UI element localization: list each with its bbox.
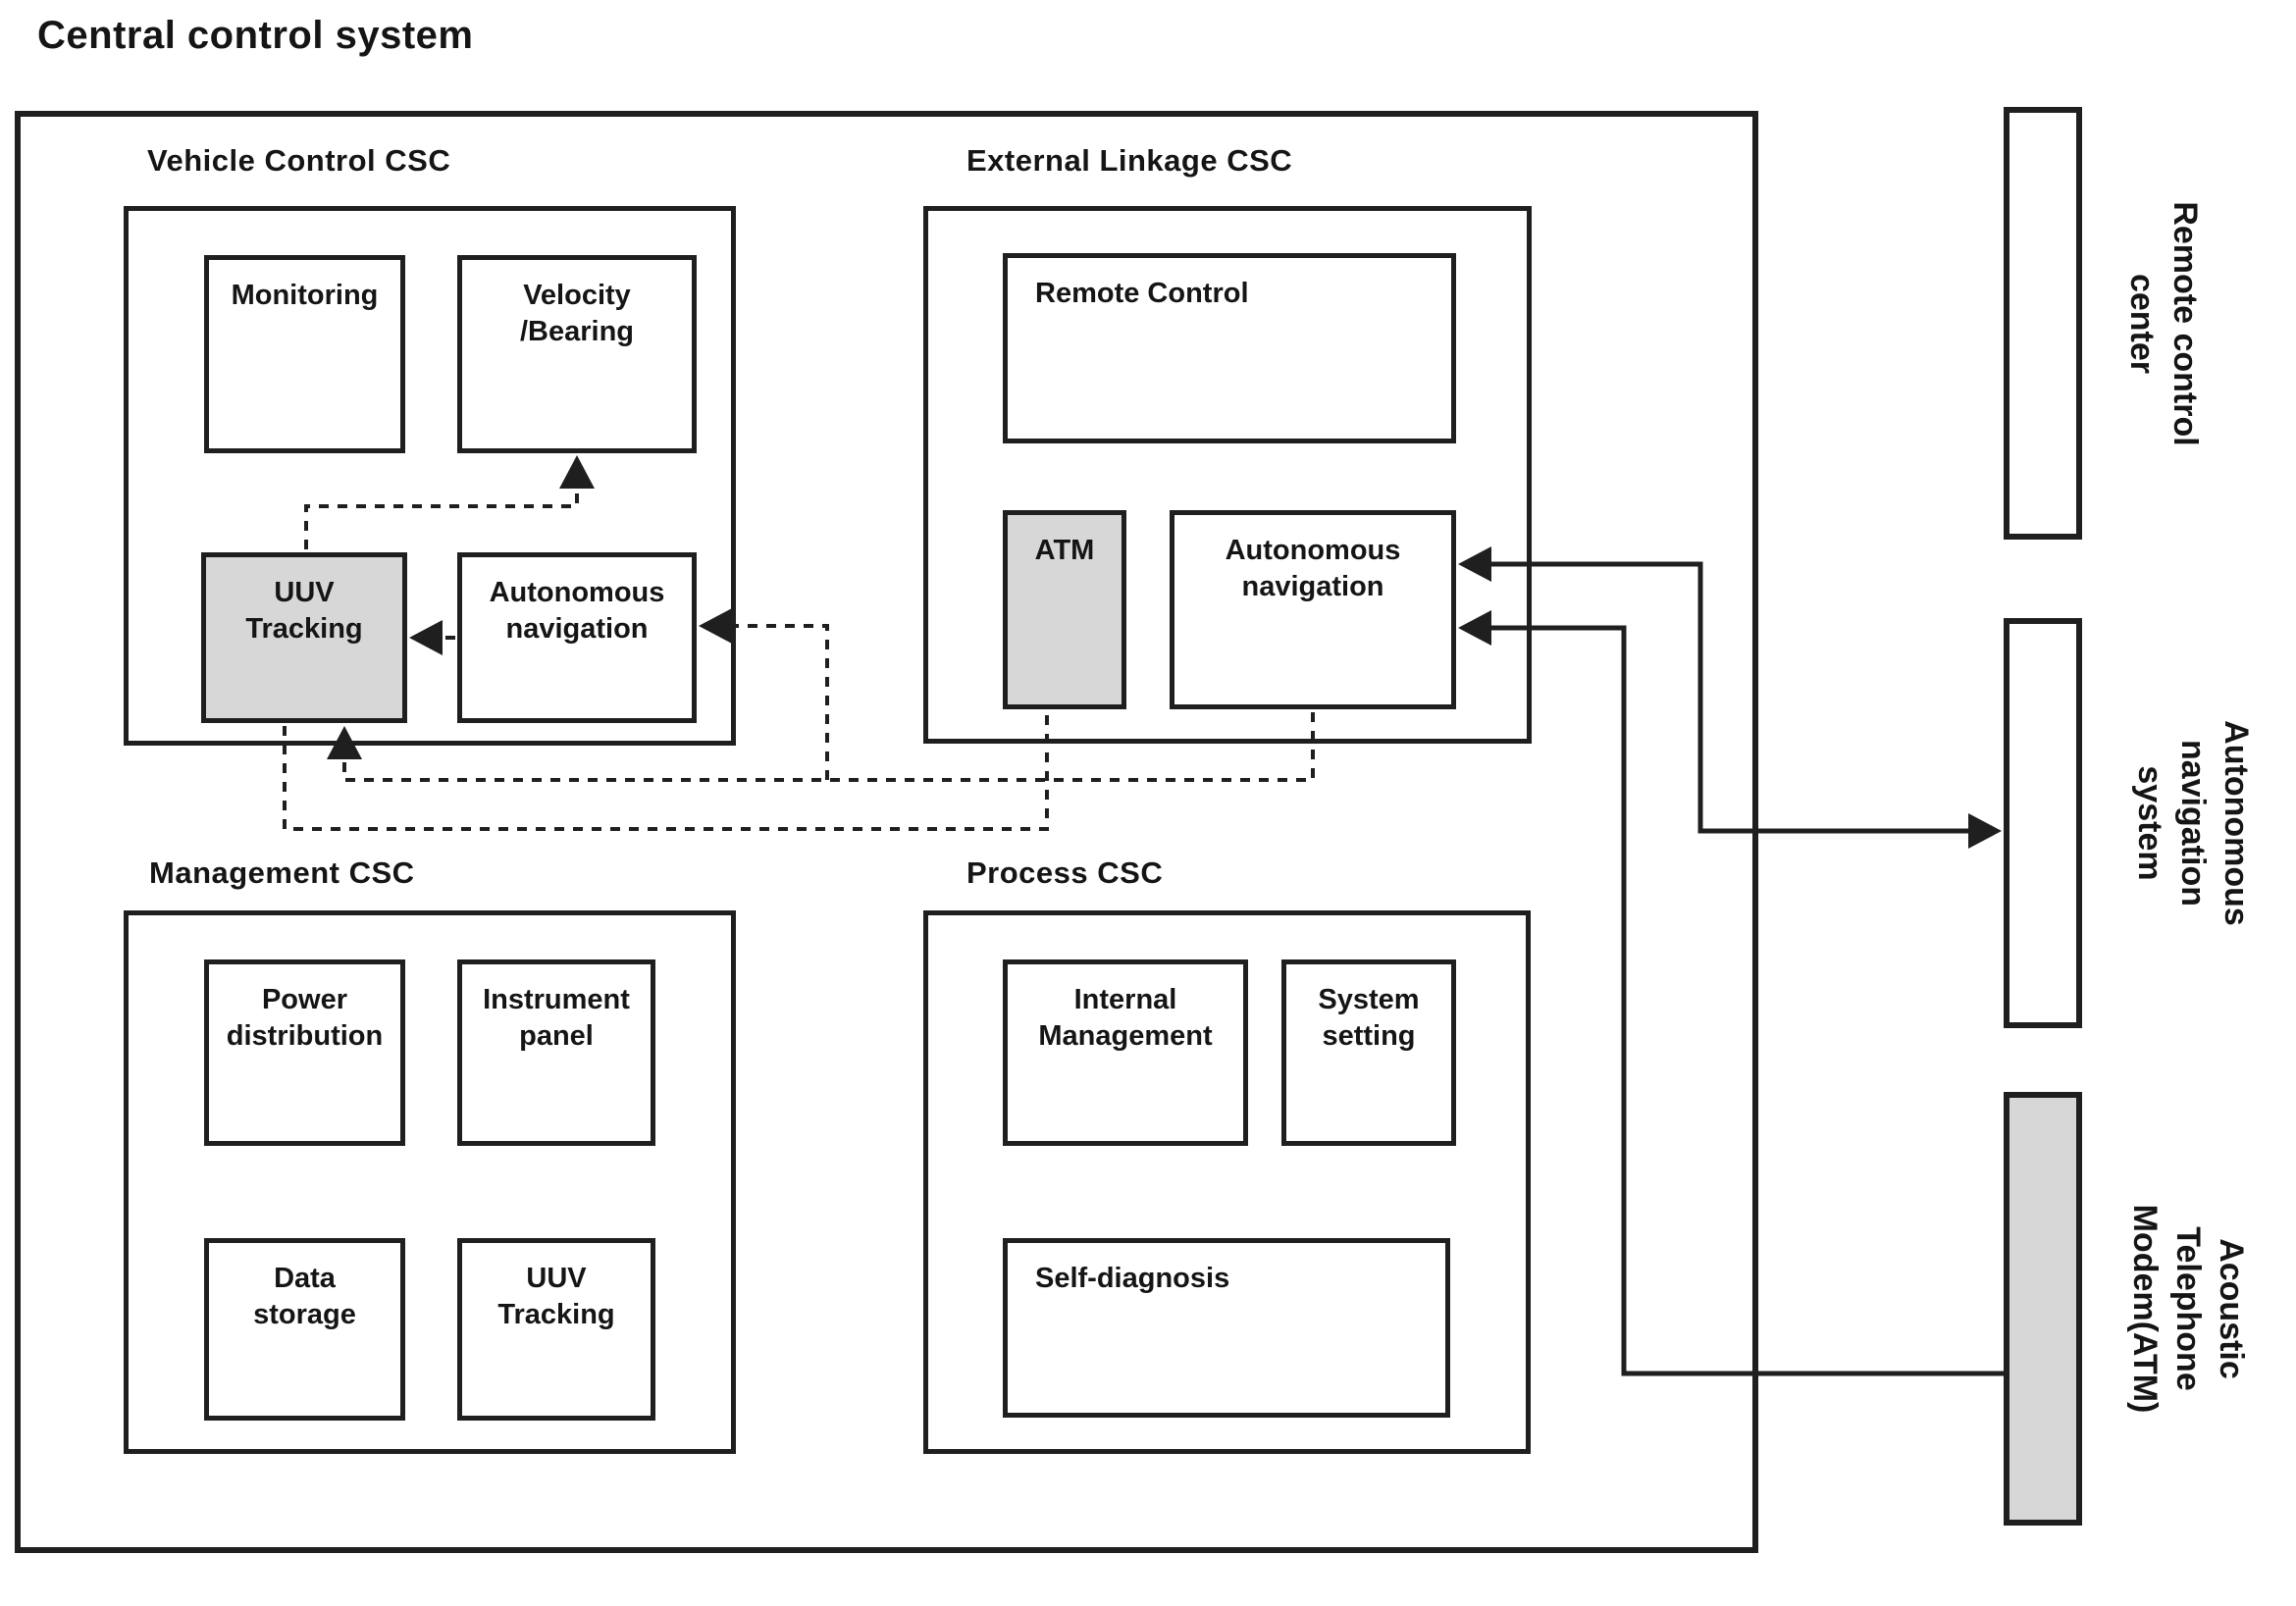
self-diagnosis-box: Self-diagnosis <box>1003 1238 1450 1418</box>
data-storage-label: Data storage <box>253 1263 356 1331</box>
diagram-title: Central control system <box>37 14 474 57</box>
data-storage-box: Data storage <box>204 1238 405 1421</box>
power-distribution-box: Power distribution <box>204 959 405 1146</box>
vehicle-control-csc-title: Vehicle Control CSC <box>147 143 451 178</box>
velocity-bearing-box: Velocity /Bearing <box>457 255 697 453</box>
atm-label: ATM <box>1034 535 1095 566</box>
remote-control-center-box <box>2004 107 2082 540</box>
remote-control-label: Remote Control <box>1035 278 1249 309</box>
acoustic-telephone-modem-label: Acoustic Telephone Modem(ATM) <box>2125 1204 2251 1414</box>
acoustic-telephone-modem-box <box>2004 1092 2082 1526</box>
internal-management-label: Internal Management <box>1038 984 1213 1053</box>
monitoring-label: Monitoring <box>231 280 379 311</box>
power-distribution-label: Power distribution <box>226 984 384 1053</box>
monitoring-box: Monitoring <box>204 255 405 453</box>
vc-autonomous-navigation-label: Autonomous navigation <box>489 577 665 646</box>
uuv-tracking-box: UUV Tracking <box>201 552 407 723</box>
mgmt-uuv-tracking-label: UUV Tracking <box>497 1263 615 1331</box>
self-diagnosis-label: Self-diagnosis <box>1035 1263 1230 1294</box>
arrowhead-into-ans <box>1968 813 2002 849</box>
instrument-panel-label: Instrument panel <box>483 984 630 1053</box>
remote-control-box: Remote Control <box>1003 253 1456 443</box>
autonomous-navigation-system-box <box>2004 618 2082 1028</box>
internal-management-box: Internal Management <box>1003 959 1248 1146</box>
process-csc-title: Process CSC <box>966 855 1164 890</box>
uuv-tracking-label: UUV Tracking <box>245 577 363 646</box>
system-setting-box: System setting <box>1281 959 1456 1146</box>
atm-box: ATM <box>1003 510 1126 709</box>
velocity-bearing-label: Velocity /Bearing <box>519 280 635 348</box>
autonomous-navigation-system-label: Autonomous navigation system <box>2130 720 2256 926</box>
management-csc-title: Management CSC <box>149 855 415 890</box>
remote-control-center-label: Remote control center <box>2123 201 2205 446</box>
mgmt-uuv-tracking-box: UUV Tracking <box>457 1238 655 1421</box>
external-linkage-csc-title: External Linkage CSC <box>966 143 1293 178</box>
el-autonomous-navigation-box: Autonomous navigation <box>1170 510 1456 709</box>
vc-autonomous-navigation-box: Autonomous navigation <box>457 552 697 723</box>
system-setting-label: System setting <box>1318 984 1420 1053</box>
instrument-panel-box: Instrument panel <box>457 959 655 1146</box>
el-autonomous-navigation-label: Autonomous navigation <box>1225 535 1401 603</box>
